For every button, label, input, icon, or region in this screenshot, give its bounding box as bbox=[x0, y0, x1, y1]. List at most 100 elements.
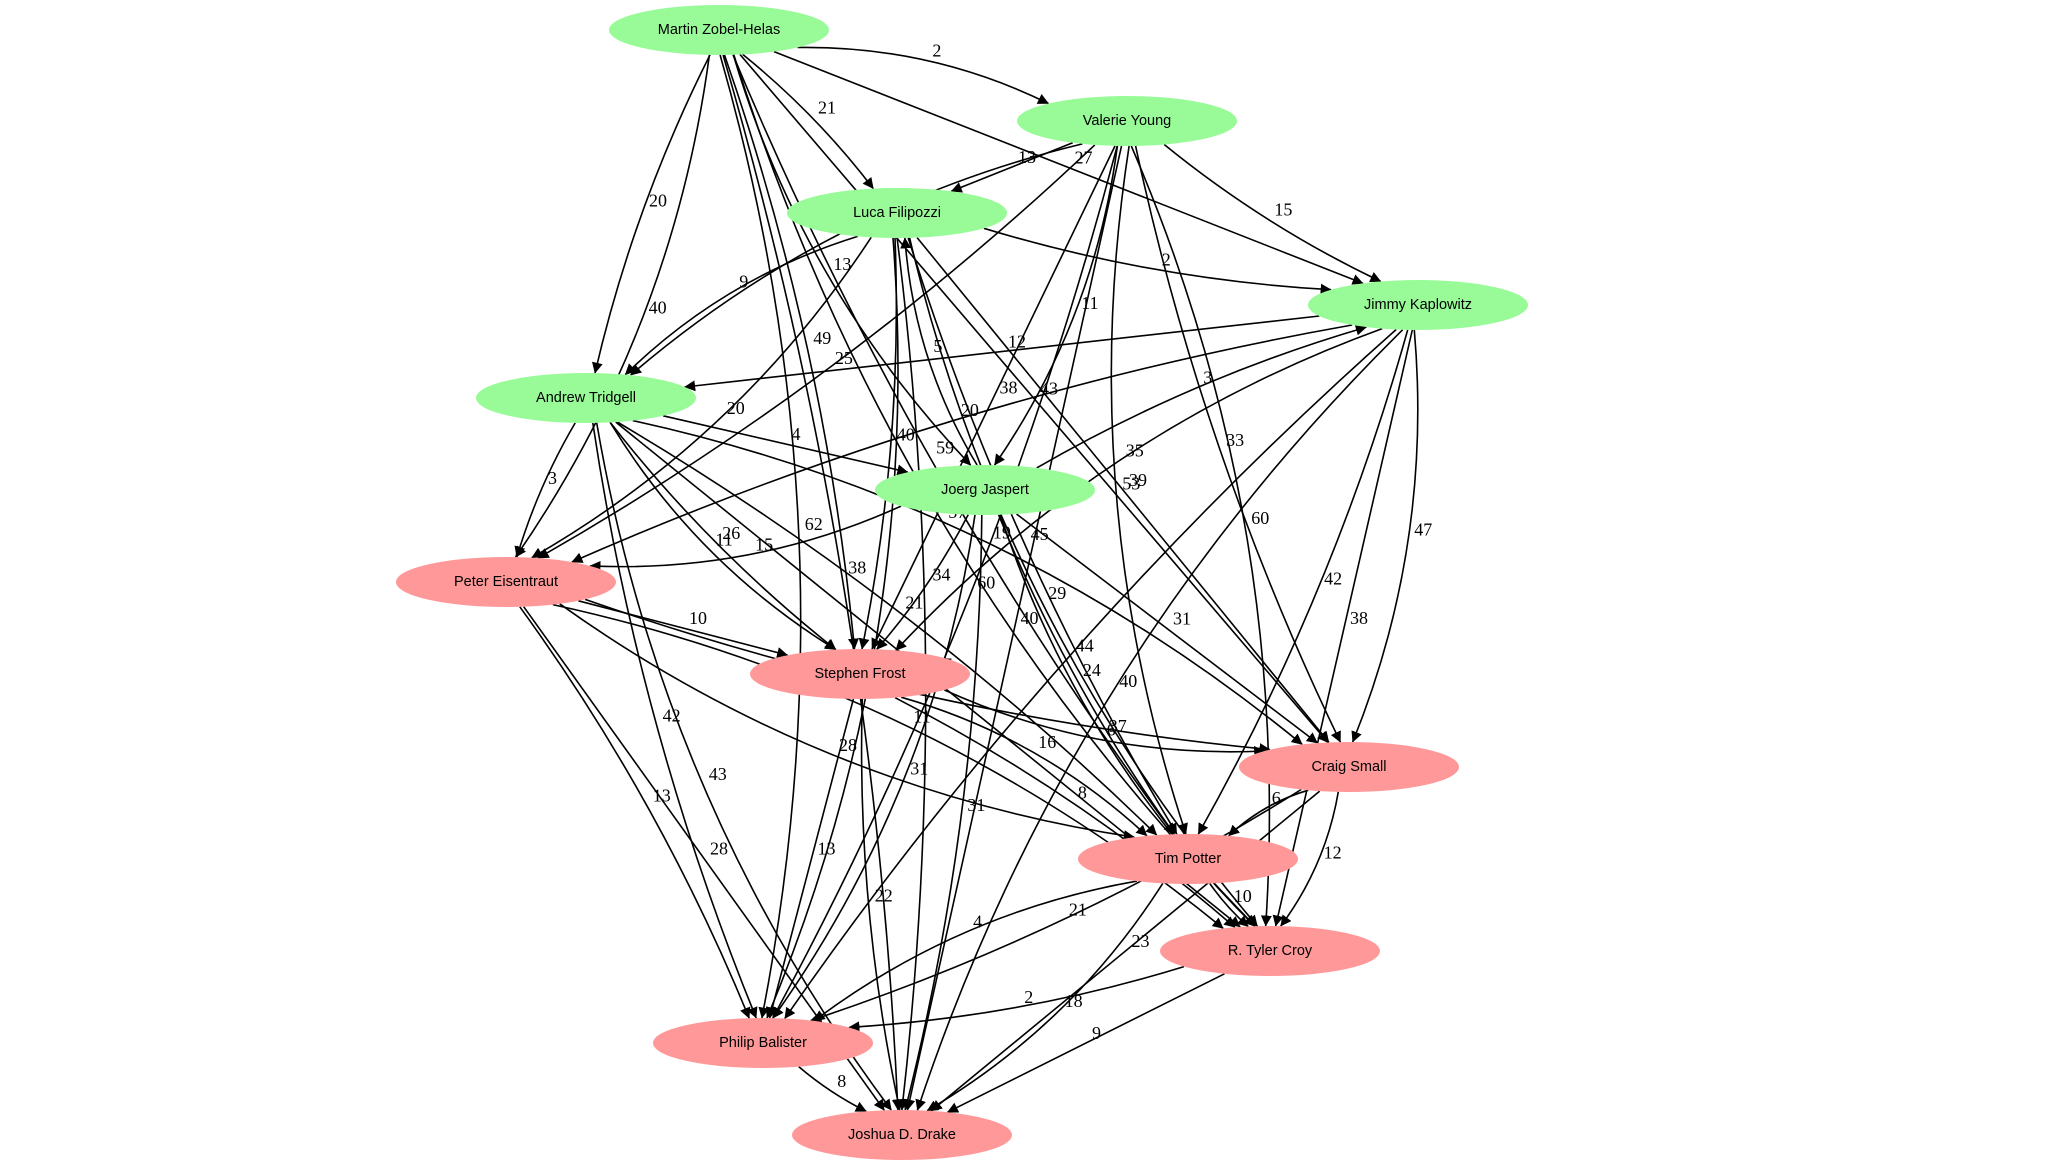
edge-jimmy-to-joshua bbox=[915, 329, 1404, 1111]
node-shape bbox=[476, 373, 696, 423]
edge-valerie-to-jimmy bbox=[1163, 143, 1382, 283]
edge-weight-label: 3 bbox=[1203, 368, 1212, 388]
edge-peter-to-philip bbox=[519, 606, 751, 1019]
edge-weight-label: 22 bbox=[875, 886, 893, 906]
edge-weight-label: 45 bbox=[1031, 524, 1049, 544]
edge-joerg-to-tim bbox=[997, 514, 1176, 835]
edge-weight-label: 35 bbox=[1126, 440, 1144, 460]
edge-weight-label: 18 bbox=[1065, 991, 1083, 1011]
edge-joerg-to-luca bbox=[900, 237, 978, 466]
edge-andrew-to-stephen bbox=[609, 421, 837, 651]
edge-weight-label: 6 bbox=[1272, 788, 1281, 808]
node-andrew: Andrew Tridgell bbox=[476, 373, 696, 423]
edge-stephen-to-philip bbox=[766, 698, 855, 1019]
edge-weight-label: 27 bbox=[1075, 148, 1093, 168]
edge-luca-to-craig bbox=[916, 237, 1330, 743]
edge-weight-label: 9 bbox=[739, 272, 748, 292]
node-shape bbox=[1308, 280, 1528, 330]
edge-weight-label: 31 bbox=[910, 759, 928, 779]
edge-martin-to-luca bbox=[742, 53, 874, 190]
node-shape bbox=[875, 465, 1095, 515]
node-label: Joerg Jaspert bbox=[941, 482, 1029, 498]
edge-weight-label: 6 bbox=[1107, 720, 1116, 740]
edge-weight-label: 40 bbox=[1021, 608, 1039, 628]
edge-weight-label: 9 bbox=[1092, 1023, 1101, 1043]
edge-jimmy-to-stephen bbox=[895, 327, 1383, 651]
edge-martin-to-jimmy bbox=[773, 50, 1364, 285]
edge-valerie-to-tim bbox=[1110, 145, 1188, 835]
edge-weight-label: 31 bbox=[967, 795, 985, 815]
node-shape bbox=[653, 1018, 873, 1068]
edge-craig-to-tyler bbox=[1280, 791, 1340, 927]
node-shape bbox=[1017, 96, 1237, 146]
edge-weight-label: 42 bbox=[663, 705, 681, 725]
edge-weight-label: 11 bbox=[913, 706, 930, 726]
edge-weight-label: 42 bbox=[1324, 568, 1342, 588]
edge-weight-label: 49 bbox=[813, 328, 831, 348]
edge-weight-label: 12 bbox=[1008, 332, 1026, 352]
edge-joerg-to-philip bbox=[772, 514, 976, 1019]
node-label: Stephen Frost bbox=[814, 666, 905, 682]
edge-weight-label: 28 bbox=[839, 735, 857, 755]
edge-weight-label: 15 bbox=[1274, 200, 1292, 220]
edge-weight-label: 33 bbox=[1226, 430, 1244, 450]
edge-andrew-to-joshua bbox=[595, 422, 892, 1111]
edge-weight-label: 43 bbox=[1040, 379, 1058, 399]
edge-stephen-to-tim bbox=[900, 696, 1148, 837]
node-stephen: Stephen Frost bbox=[750, 649, 970, 699]
node-label: Philip Balister bbox=[719, 1035, 807, 1051]
edge-andrew-to-joerg bbox=[663, 415, 909, 476]
edge-weight-label: 21 bbox=[905, 592, 923, 612]
edge-weight-label: 5 bbox=[933, 336, 942, 356]
edge-joerg-to-craig bbox=[1016, 513, 1318, 744]
edge-weight-label: 16 bbox=[1038, 732, 1056, 752]
edge-valerie-to-philip bbox=[772, 145, 1118, 1019]
edge-andrew-to-stephen bbox=[609, 421, 837, 651]
edge-jimmy-to-craig bbox=[1351, 329, 1419, 743]
node-philip: Philip Balister bbox=[653, 1018, 873, 1068]
edges-layer bbox=[514, 46, 1419, 1113]
edge-tim-to-tyler bbox=[1209, 883, 1249, 928]
edge-jimmy-to-tyler bbox=[1272, 329, 1414, 927]
node-tim: Tim Potter bbox=[1078, 834, 1298, 884]
edge-luca-to-jimmy bbox=[983, 227, 1332, 295]
node-shape bbox=[750, 649, 970, 699]
edge-andrew-to-philip bbox=[592, 422, 758, 1019]
node-valerie: Valerie Young bbox=[1017, 96, 1237, 146]
edge-weight-label: 21 bbox=[1069, 900, 1087, 920]
edge-weight-label: 13 bbox=[818, 839, 836, 859]
edge-weight-label: 2 bbox=[1162, 249, 1171, 269]
edge-valerie-to-stephen bbox=[871, 145, 1116, 650]
node-joerg: Joerg Jaspert bbox=[875, 465, 1095, 515]
edge-peter-to-craig bbox=[584, 598, 1271, 755]
edge-weight-label: 38 bbox=[1000, 378, 1018, 398]
edge-luca-to-tim bbox=[907, 237, 1178, 835]
edge-tim-to-philip bbox=[813, 880, 1138, 1022]
node-shape bbox=[1160, 926, 1380, 976]
edge-joerg-to-peter bbox=[589, 505, 902, 572]
edge-craig-to-tim bbox=[1228, 789, 1309, 837]
edge-peter-to-tim bbox=[559, 603, 1135, 842]
node-label: Peter Eisentraut bbox=[454, 574, 558, 590]
edge-weight-label: 4 bbox=[973, 912, 982, 932]
edge-labels-layer: 2212720134049435957623813152111253833536… bbox=[548, 40, 1432, 1091]
node-shape bbox=[609, 5, 829, 55]
node-craig: Craig Small bbox=[1239, 742, 1459, 792]
node-jimmy: Jimmy Kaplowitz bbox=[1308, 280, 1528, 330]
edge-weight-label: 38 bbox=[1350, 608, 1368, 628]
edge-luca-to-andrew bbox=[624, 235, 858, 376]
edge-weight-label: 20 bbox=[961, 400, 979, 420]
edge-weight-label: 3 bbox=[548, 468, 557, 488]
node-luca: Luca Filipozzi bbox=[787, 188, 1007, 238]
edge-weight-label: 40 bbox=[649, 298, 667, 318]
edge-philip-to-joshua bbox=[798, 1065, 867, 1113]
edge-weight-label: 13 bbox=[1018, 147, 1036, 167]
edge-stephen-to-craig bbox=[944, 689, 1266, 757]
edge-weight-label: 44 bbox=[1076, 636, 1094, 656]
edge-weight-label: 62 bbox=[805, 514, 823, 534]
edge-weight-label: 2 bbox=[1024, 987, 1033, 1007]
edge-tyler-to-joshua bbox=[947, 973, 1225, 1113]
edge-weight-label: 21 bbox=[818, 98, 836, 118]
edge-jimmy-to-tim bbox=[1197, 329, 1409, 835]
edge-stephen-to-joshua bbox=[860, 698, 903, 1111]
